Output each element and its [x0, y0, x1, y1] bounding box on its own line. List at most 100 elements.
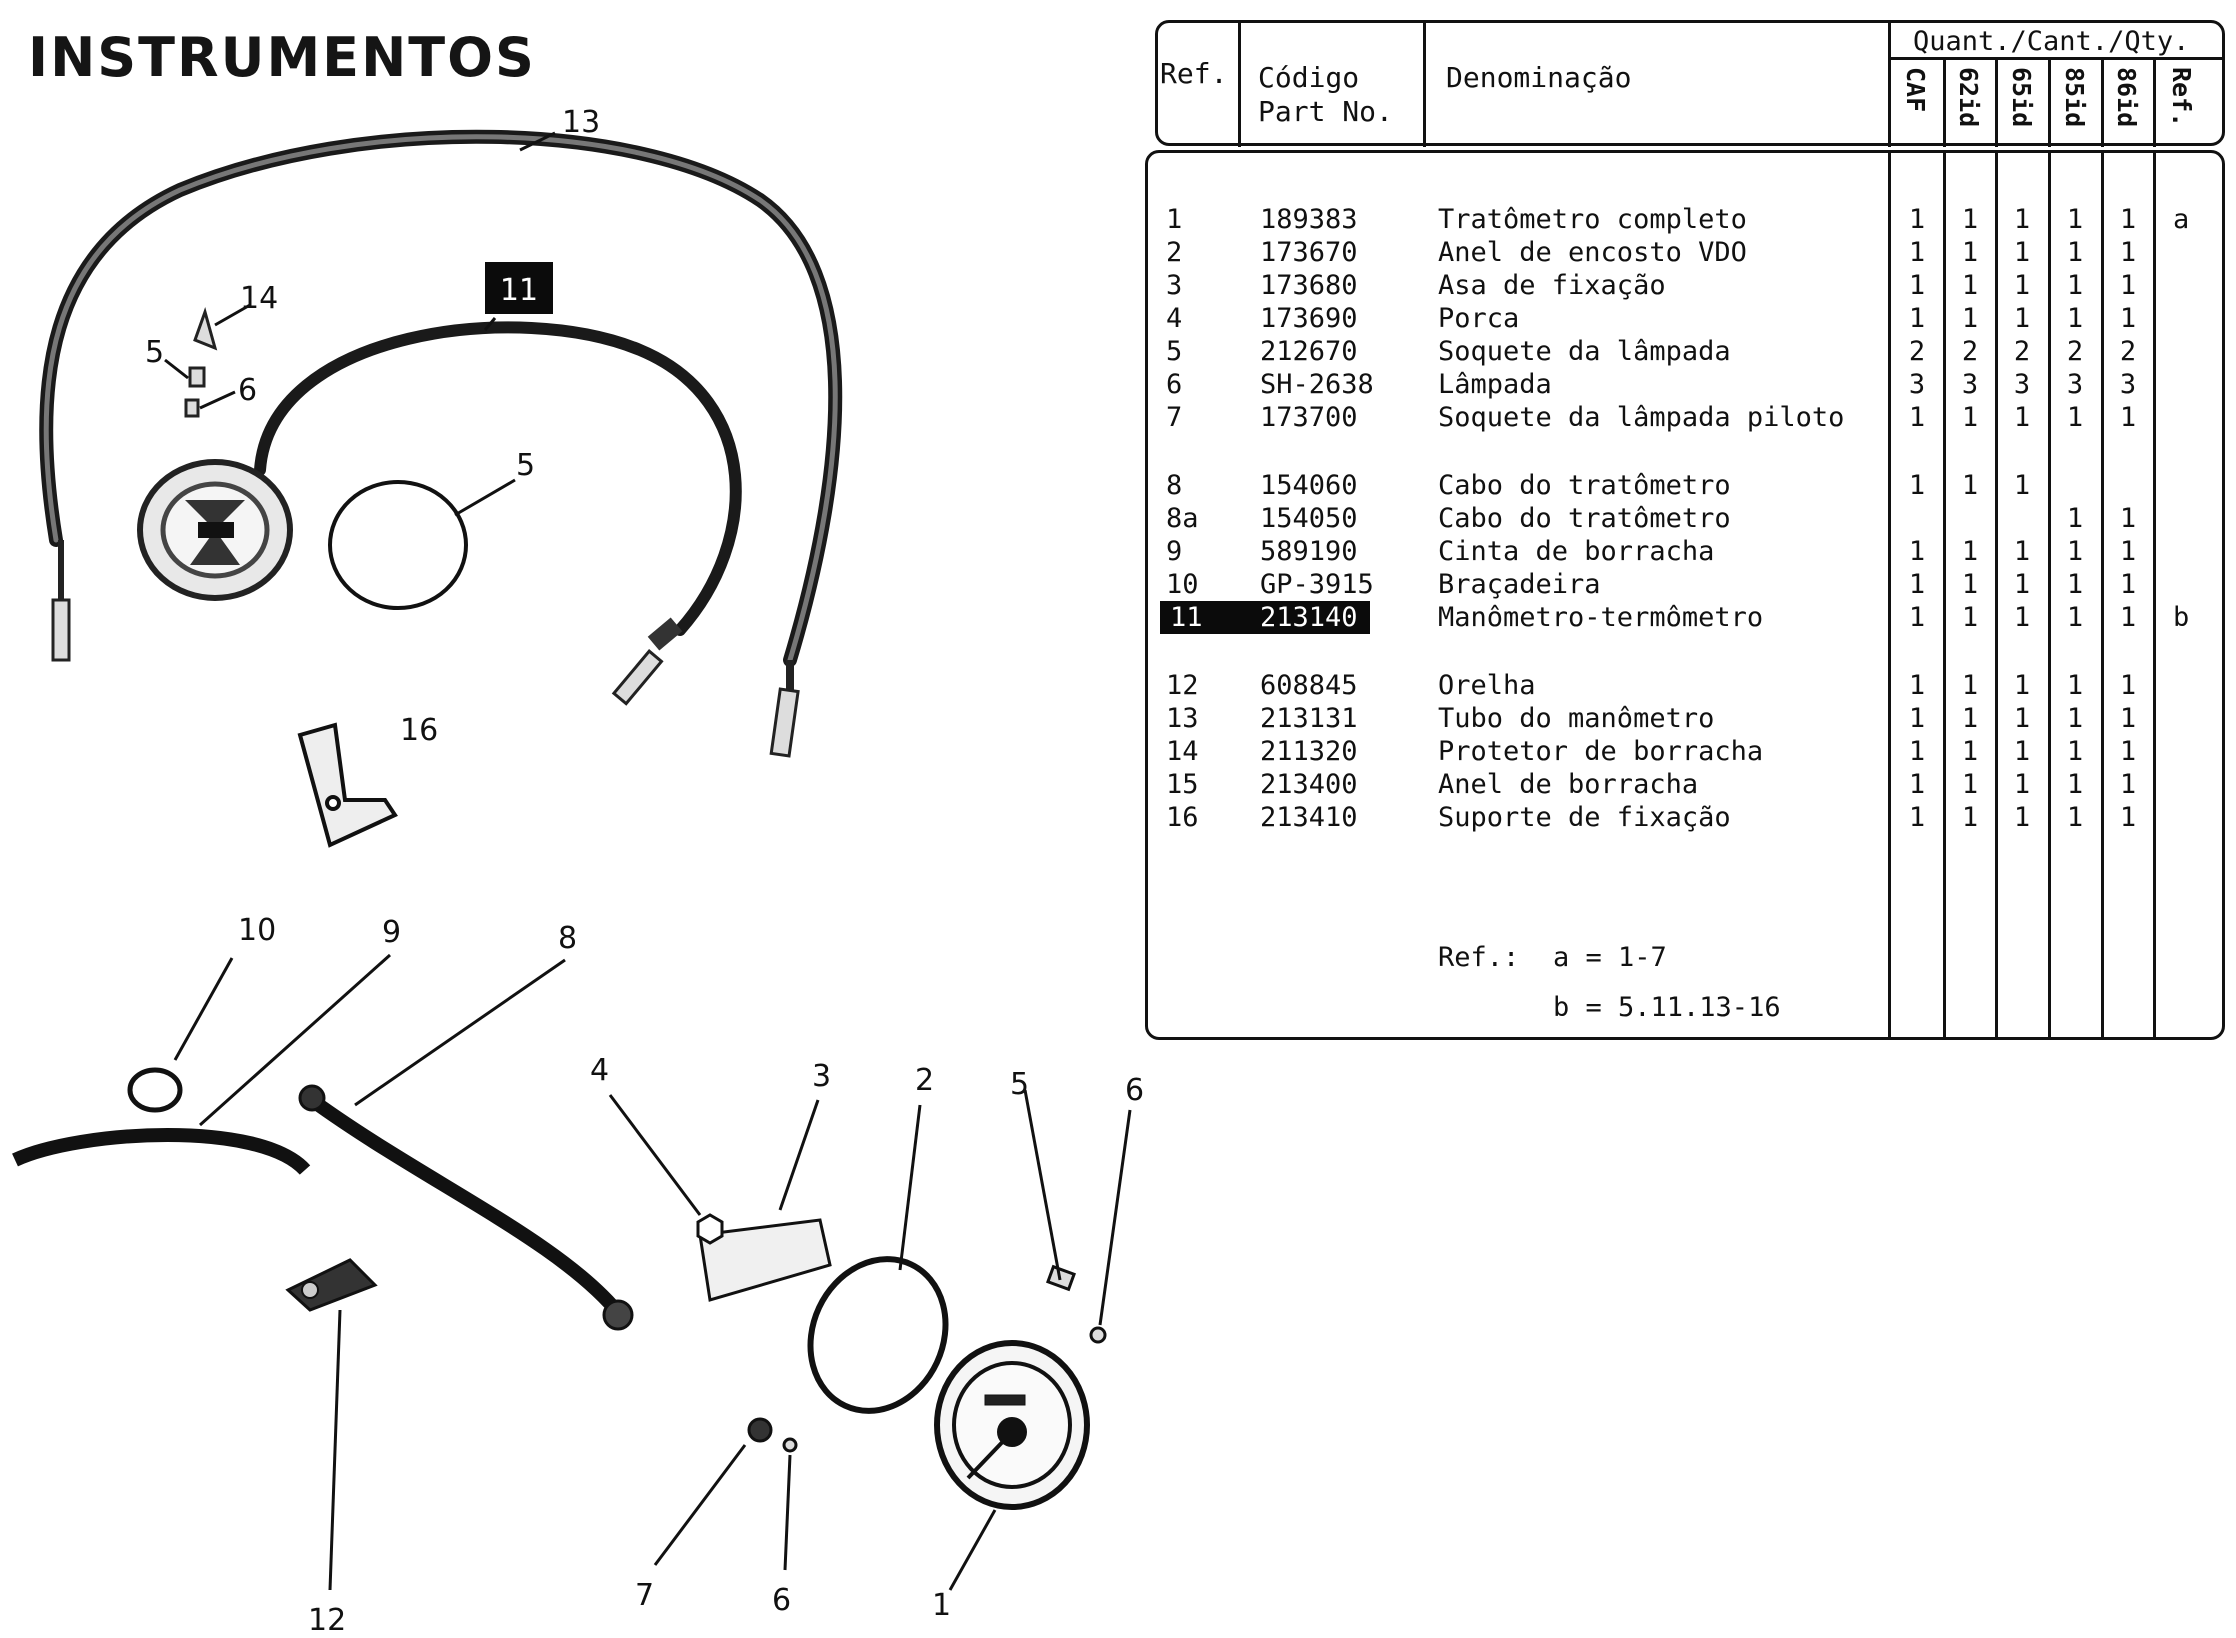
callout: 12	[308, 1603, 346, 1638]
bracket-16	[297, 722, 398, 848]
row-qty: 1	[2013, 270, 2031, 301]
row-name: Suporte de fixação	[1438, 802, 1731, 833]
row-qty: 3	[2119, 369, 2137, 400]
page-title: INSTRUMENTOS	[28, 26, 536, 89]
row-qty: 1	[2013, 769, 2031, 800]
row-qty: 1	[2066, 270, 2084, 301]
row-name: Cabo do tratômetro	[1438, 470, 1731, 501]
row-qty: 1	[1908, 270, 1926, 301]
row-ref: 6	[1166, 369, 1183, 400]
ring-5	[328, 480, 468, 610]
callout: 14	[240, 281, 278, 316]
row-ref: 2	[1166, 237, 1183, 268]
row-qty: 1	[2013, 402, 2031, 433]
row-qty: 1	[1908, 536, 1926, 567]
callout: 6	[1125, 1073, 1144, 1108]
row-qty: 1	[2119, 670, 2137, 701]
row-qty: 1	[2013, 736, 2031, 767]
row-qty: 1	[2119, 270, 2137, 301]
row-name: Asa de fixação	[1438, 270, 1666, 301]
row-qty: 1	[2013, 602, 2031, 633]
callout: 6	[238, 373, 257, 408]
row-name: Orelha	[1438, 670, 1536, 701]
row-qty: 1	[1908, 204, 1926, 235]
row-qty: 1	[2066, 303, 2084, 334]
lower-parts	[12, 1067, 1107, 1510]
row-qty: 2	[2066, 336, 2084, 367]
row-qty: 1	[1961, 204, 1979, 235]
row-ref: 16	[1166, 802, 1199, 833]
row-qty: 1	[1961, 602, 1979, 633]
row-qty: 1	[2119, 402, 2137, 433]
row-qty: 1	[1908, 670, 1926, 701]
cable-end-13-left	[51, 540, 71, 662]
callout: 7	[635, 1578, 654, 1613]
row-ref: 11	[1160, 601, 1270, 634]
row-qty: 1	[2066, 670, 2084, 701]
row-qty: 1	[1908, 402, 1926, 433]
row-qty: 1	[2066, 237, 2084, 268]
callout: 8	[558, 921, 577, 956]
row-code: SH-2638	[1260, 369, 1374, 400]
row-code: 213410	[1260, 802, 1358, 833]
row-qty: 3	[2066, 369, 2084, 400]
header-name: Denominação	[1446, 61, 1632, 94]
row-qty: 1	[1908, 769, 1926, 800]
callout: 5	[145, 335, 164, 370]
row-name: Tubo do manômetro	[1438, 703, 1715, 734]
callout: 5	[1010, 1067, 1029, 1102]
row-ref: 8	[1166, 470, 1183, 501]
row-qty: 1	[2119, 736, 2137, 767]
row-qty: 1	[2066, 736, 2084, 767]
parts-table: Ref. Código Part No. Denominação Quant./…	[1145, 20, 2225, 1040]
footnote-a: a = 1-7	[1553, 942, 1667, 973]
header-part-no: Part No.	[1258, 95, 1393, 128]
row-qty: 3	[1908, 369, 1926, 400]
row-code: 154060	[1260, 470, 1358, 501]
row-note: a	[2173, 204, 2190, 235]
row-ref: 4	[1166, 303, 1183, 334]
row-qty: 1	[1908, 569, 1926, 600]
callout: 13	[562, 105, 600, 140]
row-name: Soquete da lâmpada piloto	[1438, 402, 1845, 433]
row-qty: 1	[1908, 602, 1926, 633]
row-ref: 1	[1166, 204, 1183, 235]
row-ref: 5	[1166, 336, 1183, 367]
row-ref: 3	[1166, 270, 1183, 301]
header-col-caf: CAF	[1901, 67, 1930, 113]
row-ref: 15	[1166, 769, 1199, 800]
row-qty: 1	[2119, 303, 2137, 334]
row-qty: 1	[2066, 602, 2084, 633]
row-qty: 1	[1961, 536, 1979, 567]
row-qty: 1	[1961, 470, 1979, 501]
row-qty: 1	[2066, 769, 2084, 800]
header-ref: Ref.	[1160, 57, 1228, 90]
cable-end-13-right	[769, 660, 800, 758]
row-qty: 1	[2066, 536, 2084, 567]
row-qty: 1	[2066, 503, 2084, 534]
header-code: Código	[1258, 61, 1360, 94]
row-name: Soquete da lâmpada	[1438, 336, 1731, 367]
row-qty: 1	[2013, 303, 2031, 334]
row-qty: 1	[1961, 270, 1979, 301]
row-qty: 2	[2119, 336, 2137, 367]
row-qty: 1	[1961, 769, 1979, 800]
row-qty: 1	[2066, 703, 2084, 734]
header-col-62id: 62id	[1954, 67, 1983, 128]
row-code: 589190	[1260, 536, 1358, 567]
row-ref: 8a	[1166, 503, 1199, 534]
row-qty: 1	[2013, 569, 2031, 600]
row-qty: 1	[2013, 703, 2031, 734]
row-name: Protetor de borracha	[1438, 736, 1764, 767]
header-col-86id: 86id	[2112, 67, 2141, 128]
row-qty: 1	[2013, 204, 2031, 235]
parts-diagram: 11 13 14 5 6 5 16 10 9 8 4 3 2 5 6 12 7 …	[12, 105, 1144, 1638]
cable-end-11	[611, 617, 683, 706]
row-qty: 1	[1961, 670, 1979, 701]
cable-13	[39, 129, 843, 667]
row-code: 173670	[1260, 237, 1358, 268]
callout: 9	[382, 915, 401, 950]
row-qty: 1	[2013, 802, 2031, 833]
row-qty: 1	[1908, 237, 1926, 268]
row-qty: 1	[2013, 670, 2031, 701]
